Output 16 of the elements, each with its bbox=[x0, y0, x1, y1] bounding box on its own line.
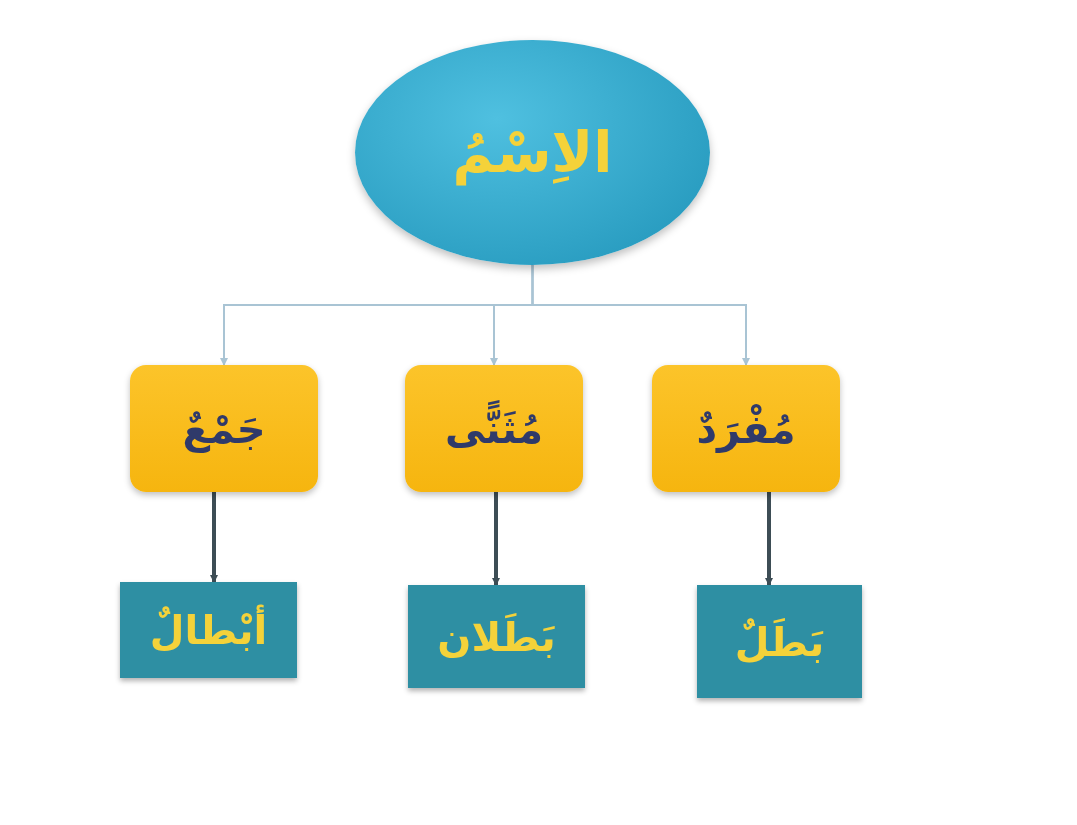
node-label: مُفْرَدٌ bbox=[696, 403, 796, 454]
example-box bbox=[697, 585, 862, 698]
category-box bbox=[405, 365, 583, 492]
example-box bbox=[120, 582, 297, 678]
node-label: الاِسْمُ bbox=[452, 118, 613, 188]
node-label: بَطَلان bbox=[437, 612, 556, 662]
category-box bbox=[130, 365, 318, 492]
example-box bbox=[408, 585, 585, 688]
category-box bbox=[652, 365, 840, 492]
node-label: أبْطالٌ bbox=[149, 605, 268, 655]
connector-arrow bbox=[492, 492, 500, 586]
node-label: جَمْعٌ bbox=[182, 404, 266, 454]
connector-arrow bbox=[210, 492, 218, 583]
connector-arrow bbox=[220, 264, 534, 366]
connector-arrow bbox=[765, 492, 773, 586]
node-label: بَطَلٌ bbox=[734, 617, 825, 667]
